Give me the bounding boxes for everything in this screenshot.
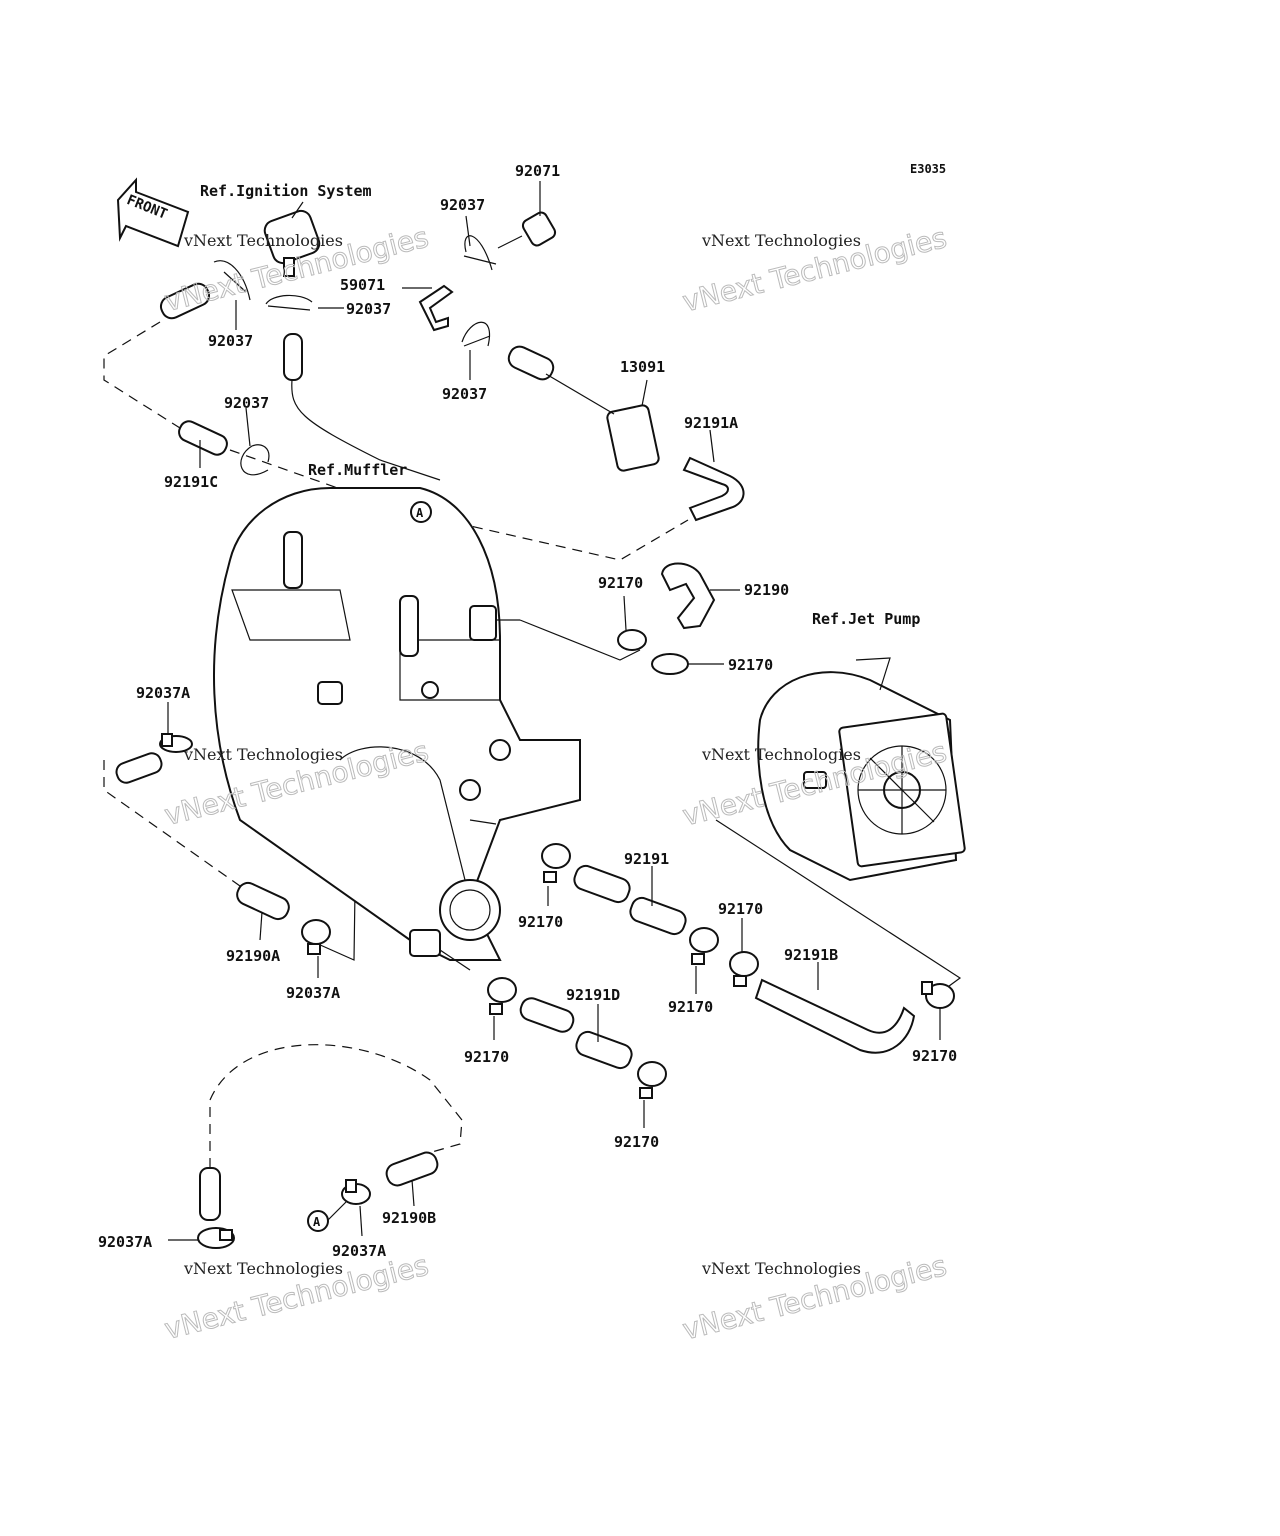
watermark-1: vNext Technologies vNext Technologies	[161, 220, 433, 318]
label-92170-c: 92170	[518, 913, 563, 931]
hose-upper-left	[159, 282, 211, 320]
svg-text:vNext Technologies: vNext Technologies	[183, 1259, 343, 1278]
label-92071: 92071	[515, 162, 560, 180]
route-line-4	[209, 1044, 463, 1168]
svg-text:vNext Technologies: vNext Technologies	[183, 745, 343, 764]
clip-92170-a	[617, 629, 647, 651]
hose-92191-b	[629, 896, 687, 936]
clip-92037A-right	[327, 1179, 371, 1237]
label-92191C: 92191C	[164, 473, 218, 491]
label-92191D: 92191D	[566, 986, 620, 1004]
svg-text:A: A	[313, 1215, 321, 1229]
label-92190B: 92190B	[382, 1209, 436, 1227]
filter-13091	[606, 379, 660, 472]
label-92170-a: 92170	[598, 574, 643, 592]
watermark-2: vNext Technologies vNext Technologies	[679, 220, 951, 318]
hose-92191-a	[573, 864, 631, 904]
label-92170-d: 92170	[718, 900, 763, 918]
svg-text:vNext Technologies: vNext Technologies	[701, 745, 861, 764]
hose-92190	[660, 562, 716, 630]
hose-92190A	[236, 881, 290, 921]
label-59071: 59071	[340, 276, 385, 294]
hose-92191D-a	[519, 997, 575, 1033]
hose-92191A	[682, 456, 745, 522]
label-13091: 13091	[620, 358, 665, 376]
label-92170-b: 92170	[728, 656, 773, 674]
hose-left-mid	[115, 752, 163, 784]
hose-92190B	[385, 1151, 439, 1187]
elbow-59071	[402, 284, 454, 332]
label-92037-top: 92037	[440, 196, 485, 214]
watermark-6: vNext Technologies vNext Technologies	[679, 1248, 951, 1346]
front-arrow-icon: FRONT	[116, 177, 190, 248]
label-92037-left: 92037	[208, 332, 253, 350]
hose-upper-right	[507, 345, 555, 381]
watermark-5: vNext Technologies vNext Technologies	[161, 1248, 433, 1346]
label-92191A: 92191A	[684, 414, 738, 432]
hose-92191C	[178, 420, 228, 456]
diagram-code: E3035	[910, 162, 946, 176]
hose-vertical-ignition	[283, 333, 303, 381]
label-92190A: 92190A	[226, 947, 280, 965]
clip-92170-h	[637, 1061, 667, 1087]
route-line-6	[545, 373, 615, 415]
route-line-1	[103, 321, 181, 429]
route-line-3	[103, 760, 241, 887]
svg-text:A: A	[416, 506, 424, 520]
label-92037-mid: 92037	[346, 300, 391, 318]
label-92170-e: 92170	[668, 998, 713, 1016]
clip-92037-top	[463, 235, 497, 271]
label-92037A-right: 92037A	[332, 1242, 386, 1260]
svg-text:vNext Technologies: vNext Technologies	[183, 231, 343, 250]
route-line-8	[519, 619, 641, 661]
label-92037A-mid: 92037A	[286, 984, 340, 1002]
clip-92037-low	[461, 321, 491, 347]
hose-bottom-vertical	[199, 1167, 221, 1221]
label-92170-g: 92170	[464, 1048, 509, 1066]
engine-assembly	[213, 487, 581, 971]
svg-text:vNext Technologies: vNext Technologies	[701, 1259, 861, 1278]
hose-92191B	[754, 978, 916, 1054]
label-92037-low: 92037	[442, 385, 487, 403]
route-line-5	[291, 379, 441, 481]
ref-muffler: Ref.Muffler	[308, 461, 407, 479]
label-92037A-top: 92037A	[136, 684, 190, 702]
clip-92170-c	[541, 843, 571, 869]
clip-92170-d	[689, 927, 719, 953]
clip-92037-mid	[265, 294, 313, 311]
connector-92071	[497, 181, 557, 249]
label-92191B: 92191B	[784, 946, 838, 964]
marker-a-bottom: A	[307, 1210, 329, 1232]
clip-92170-b	[651, 653, 689, 675]
ignition-component	[263, 201, 321, 277]
clip-92170-e	[729, 951, 759, 977]
label-92170-h: 92170	[614, 1133, 659, 1151]
ref-jet-pump: Ref.Jet Pump	[812, 610, 920, 628]
label-92037-clip: 92037	[224, 394, 269, 412]
clip-92037A-top	[159, 702, 193, 753]
svg-text:vNext Technologies: vNext Technologies	[701, 231, 861, 250]
clip-92037A-left	[168, 1227, 235, 1249]
route-line-2	[229, 449, 689, 561]
label-92037A-left: 92037A	[98, 1233, 152, 1251]
clip-92037-left	[213, 260, 251, 301]
ref-ignition-system: Ref.Ignition System	[200, 182, 372, 200]
label-92191: 92191	[624, 850, 669, 868]
clip-92037A-mid	[301, 919, 331, 955]
marker-a-top: A	[410, 501, 432, 523]
jet-pump	[757, 657, 966, 882]
hose-92191D-b	[575, 1030, 633, 1070]
label-92190: 92190	[744, 581, 789, 599]
clip-92037-clip	[240, 444, 270, 476]
clip-92170-g	[487, 977, 517, 1003]
label-92170-f: 92170	[912, 1047, 957, 1065]
